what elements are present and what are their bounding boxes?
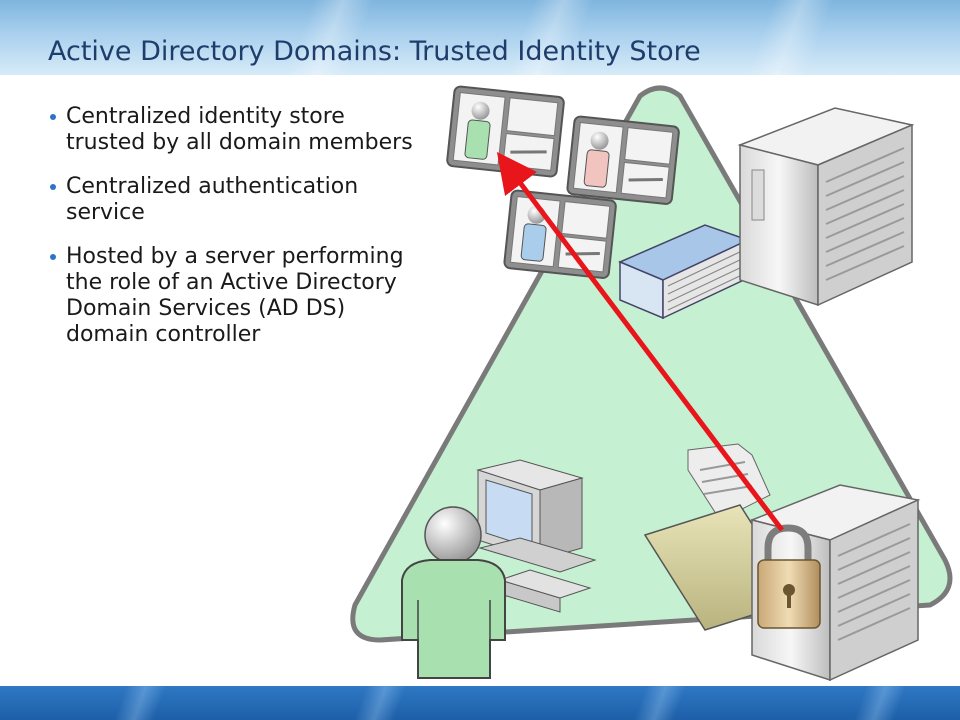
- authentication-arrow-icon: [496, 152, 784, 532]
- bullet-text: Hosted by a server performing the role o…: [66, 244, 404, 347]
- banner-streak: [113, 686, 167, 720]
- bullet-dot-icon: [50, 184, 56, 190]
- user-figure-icon: [401, 506, 506, 679]
- workstation-icon: [476, 459, 597, 613]
- bullet-text: Centralized authentication service: [66, 174, 359, 225]
- title-banner: [0, 0, 960, 75]
- user-card-pink-icon: [566, 115, 680, 205]
- banner-streak: [353, 686, 407, 720]
- bullet-dot-icon: [50, 254, 56, 260]
- bullet-item: Centralized authentication service: [48, 174, 428, 226]
- user-card-green-icon: [446, 85, 565, 178]
- footer-banner: [0, 686, 960, 720]
- bullet-item: Hosted by a server performing the role o…: [48, 244, 428, 348]
- bullet-item: Centralized identity store trusted by al…: [48, 104, 428, 156]
- slide-title: Active Directory Domains: Trusted Identi…: [48, 36, 701, 67]
- banner-streak: [633, 686, 687, 720]
- server-tower-icon: [737, 107, 915, 307]
- directory-book-icon: [618, 224, 750, 320]
- banner-streak: [853, 686, 907, 720]
- padlock-icon: [757, 524, 821, 629]
- bullet-list: Centralized identity store trusted by al…: [48, 104, 428, 366]
- bullet-text: Centralized identity store trusted by al…: [66, 104, 413, 155]
- bullet-dot-icon: [50, 114, 56, 120]
